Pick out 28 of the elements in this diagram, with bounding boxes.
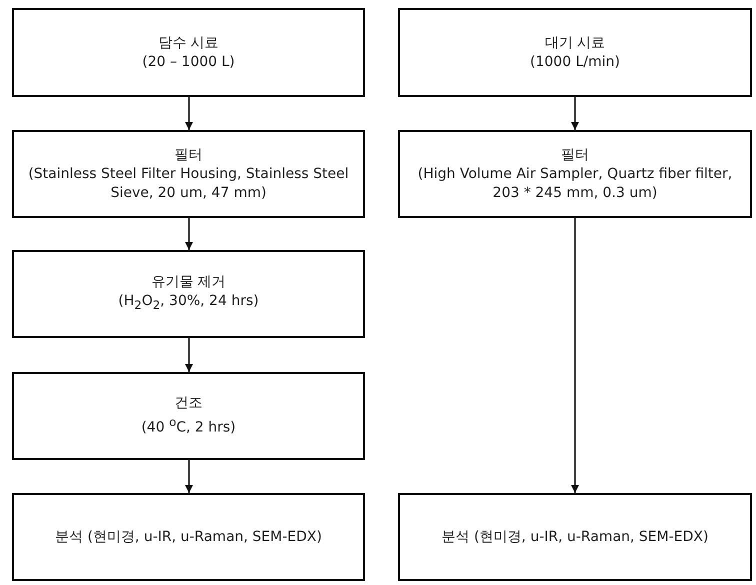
process-box: [12, 493, 365, 581]
process-box: [12, 8, 365, 97]
step-detail: (Stainless Steel Filter Housing, Stainless Steel Sieve, 20 um, 47 mm): [27, 164, 350, 202]
step-title: 필터: [174, 146, 202, 164]
step-title: 담수 시료: [158, 34, 219, 52]
step-title: 대기 시료: [544, 34, 606, 52]
step-detail: (1000 L/min): [530, 52, 620, 72]
step-detail: (High Volume Air Sampler, Quartz fiber filter, 203 * 245 mm, 0.3 um): [416, 164, 734, 202]
process-box: [12, 372, 365, 460]
arrow: [185, 460, 193, 493]
step-title: 건조: [174, 394, 202, 414]
arrow: [185, 338, 193, 372]
step-title: 유기물 제거: [151, 273, 226, 292]
process-box: [12, 130, 365, 218]
arrow: [571, 97, 579, 130]
process-box: [12, 250, 365, 338]
process-box: [398, 493, 752, 581]
step-detail: (40 $^{o}$C, 2 hrs): [141, 414, 236, 438]
process-box: [398, 130, 752, 218]
arrow: [185, 218, 193, 250]
step-detail: (H$_{2}$O$_{2}$, 30%, 24 hrs): [118, 292, 259, 314]
arrow: [571, 218, 579, 493]
process-box: [398, 8, 752, 97]
step-detail: 분석 (현미경, u-IR, u-Raman, SEM-EDX): [442, 528, 708, 546]
step-title: 필터: [561, 146, 589, 164]
arrow: [185, 97, 193, 130]
step-detail: 분석 (현미경, u-IR, u-Raman, SEM-EDX): [55, 528, 322, 546]
step-detail: (20 – 1000 L): [142, 52, 235, 72]
